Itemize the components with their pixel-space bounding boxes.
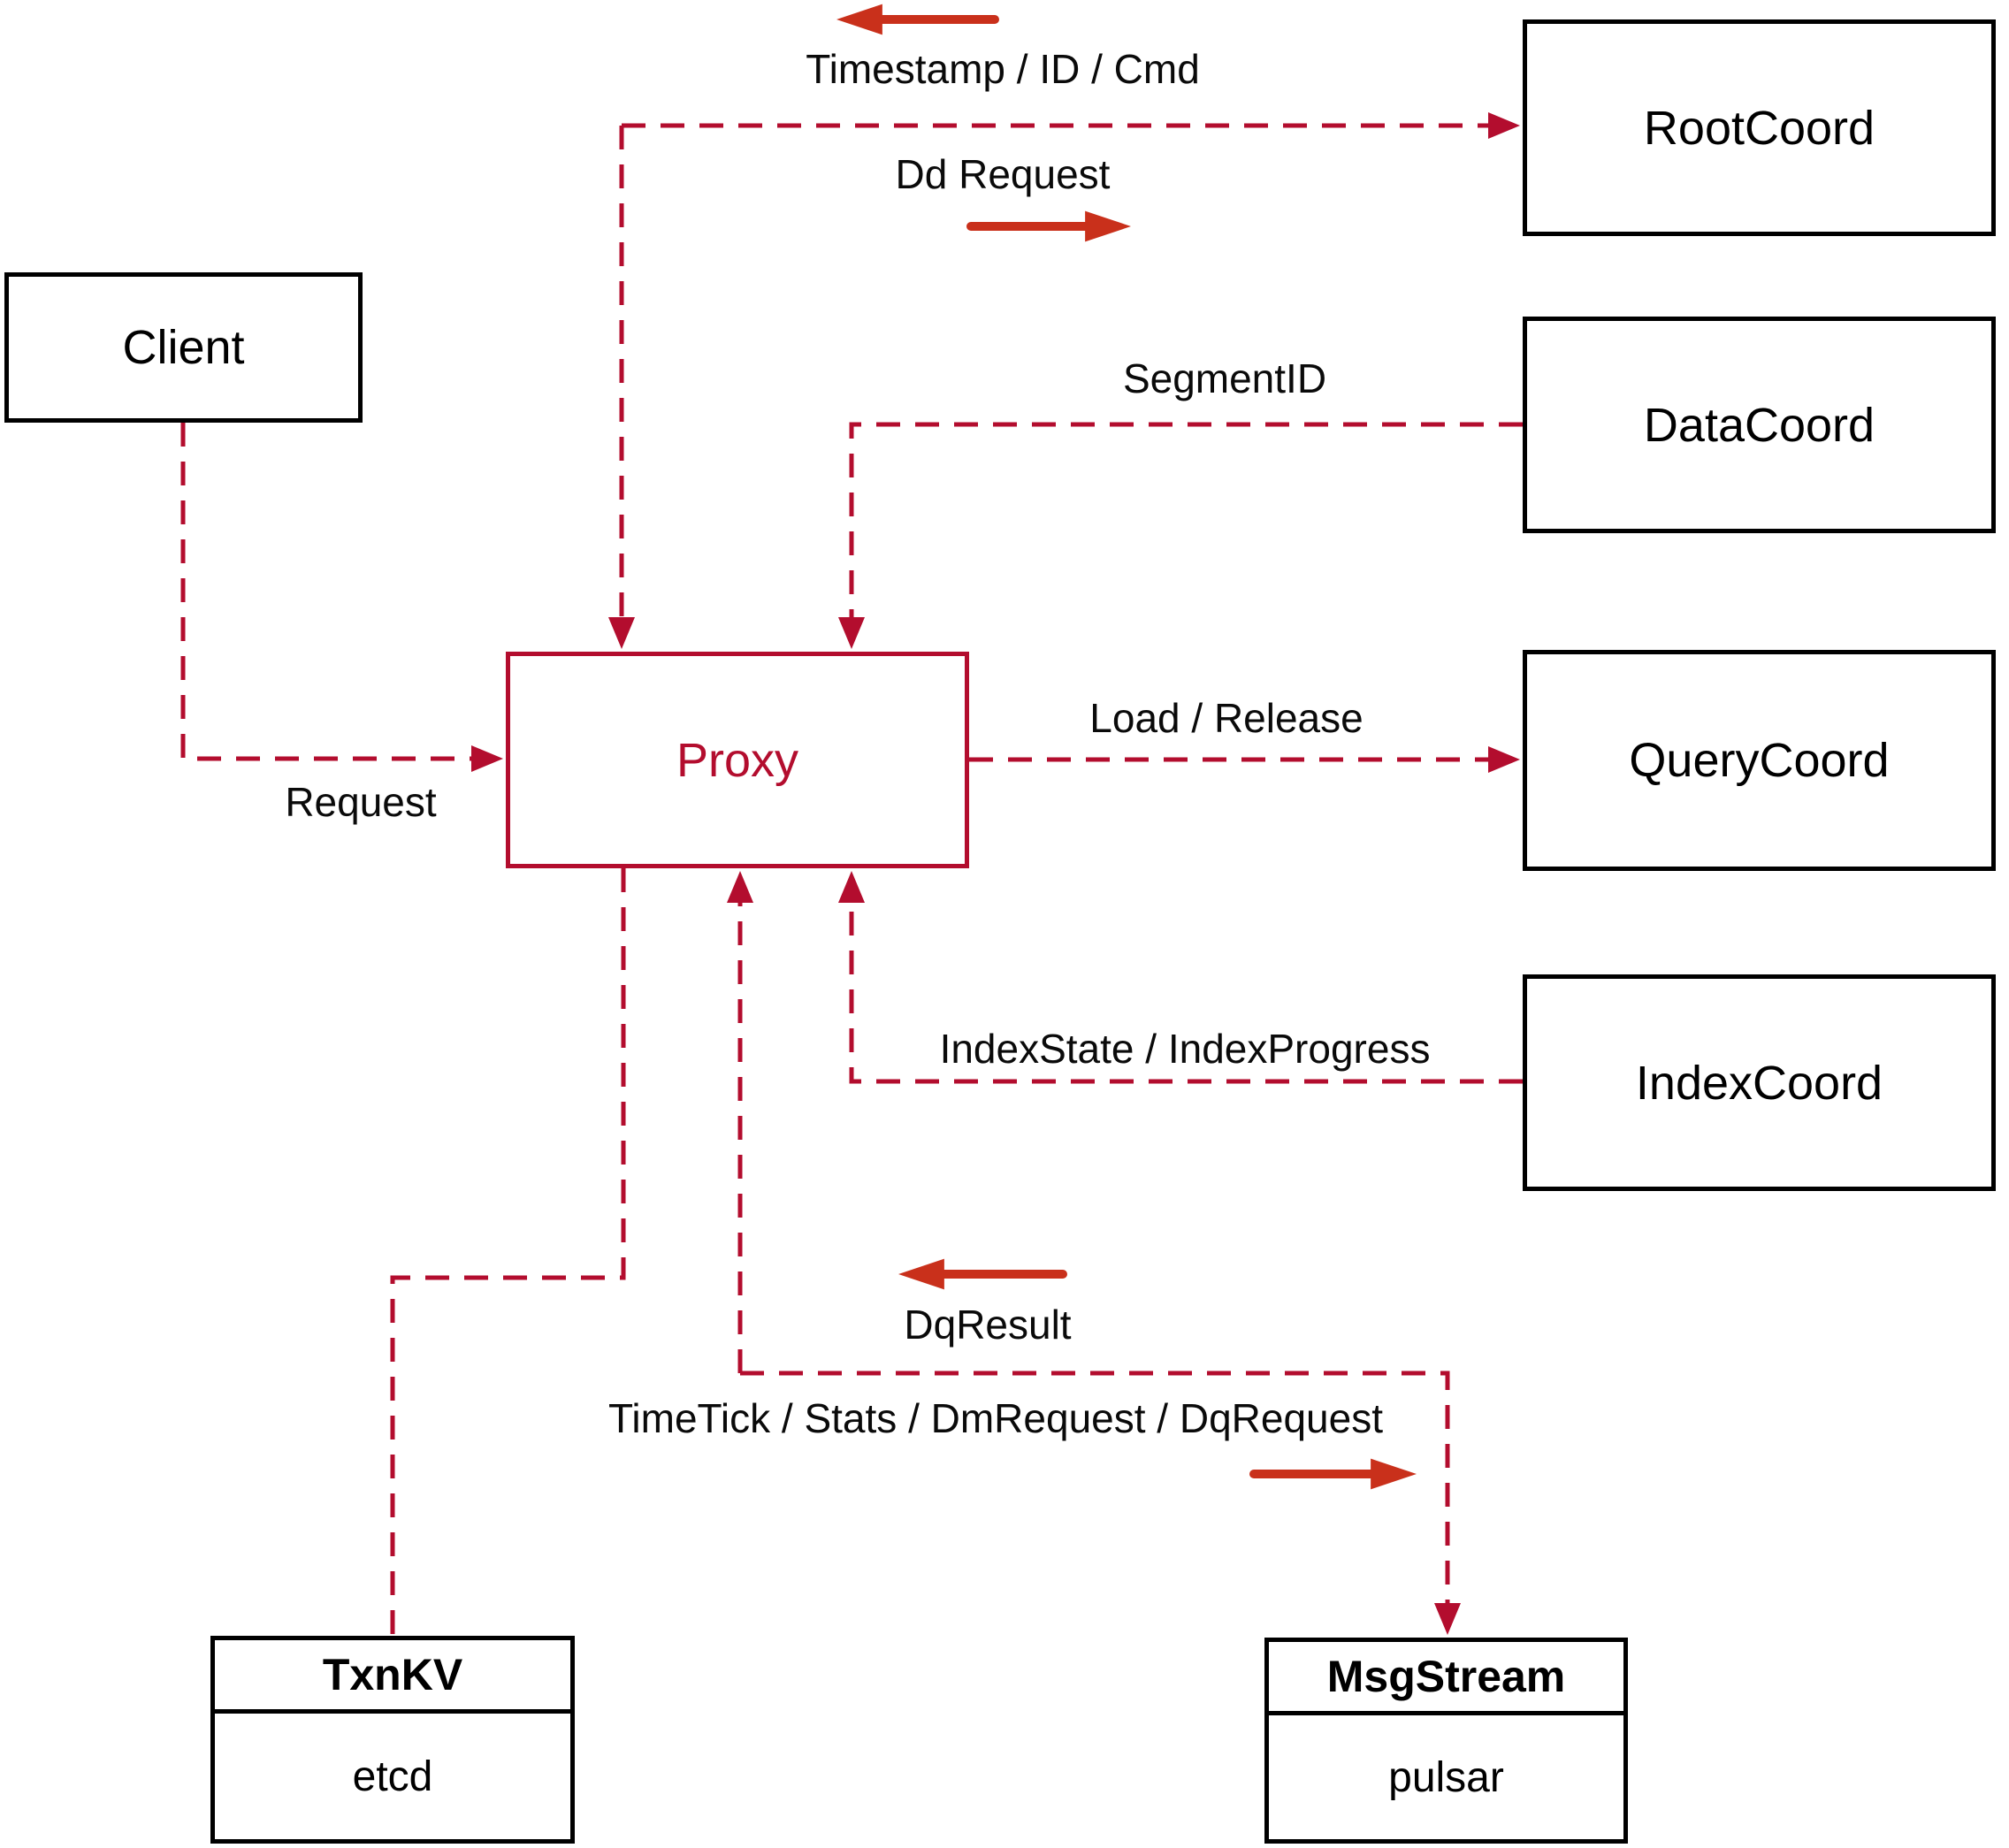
node-proxy: Proxy xyxy=(506,652,969,868)
node-datacoord-label: DataCoord xyxy=(1643,398,1875,452)
edge-client-proxy xyxy=(180,423,503,772)
node-client: Client xyxy=(4,272,363,423)
edge-label-timetick: TimeTick / Stats / DmRequest / DqRequest xyxy=(608,1395,1383,1441)
node-rootcoord-label: RootCoord xyxy=(1643,101,1875,155)
node-querycoord-label: QueryCoord xyxy=(1629,734,1890,787)
node-txnkv: TxnKV etcd xyxy=(210,1636,575,1844)
edge-label-index-state: IndexState / IndexProgress xyxy=(939,1026,1431,1072)
edge-label-dq-result: DqResult xyxy=(904,1302,1072,1348)
edge-proxy-msgstream xyxy=(740,1371,1461,1635)
node-client-label: Client xyxy=(122,321,245,374)
node-indexcoord: IndexCoord xyxy=(1523,974,1996,1191)
edge-label-segment-id: SegmentID xyxy=(1122,355,1327,401)
node-txnkv-title: TxnKV xyxy=(215,1640,570,1714)
edge-proxy-txnkv xyxy=(390,868,626,1636)
edge-label-request: Request xyxy=(285,779,437,825)
edge-indexcoord-proxy xyxy=(838,871,1523,1084)
edge-label-load-release: Load / Release xyxy=(1089,695,1364,741)
edge-datacoord-proxy xyxy=(838,422,1523,649)
node-msgstream-title: MsgStream xyxy=(1269,1642,1623,1715)
edge-label-dd-request: Dd Request xyxy=(895,151,1111,197)
node-datacoord: DataCoord xyxy=(1523,317,1996,533)
node-msgstream-impl: pulsar xyxy=(1388,1753,1504,1801)
edge-label-timestamp-id-cmd: Timestamp / ID / Cmd xyxy=(806,46,1200,92)
node-querycoord: QueryCoord xyxy=(1523,650,1996,871)
node-txnkv-impl: etcd xyxy=(352,1753,433,1800)
node-rootcoord: RootCoord xyxy=(1523,19,1996,236)
node-proxy-label: Proxy xyxy=(676,733,799,787)
node-msgstream: MsgStream pulsar xyxy=(1264,1638,1628,1844)
node-indexcoord-label: IndexCoord xyxy=(1635,1056,1883,1110)
